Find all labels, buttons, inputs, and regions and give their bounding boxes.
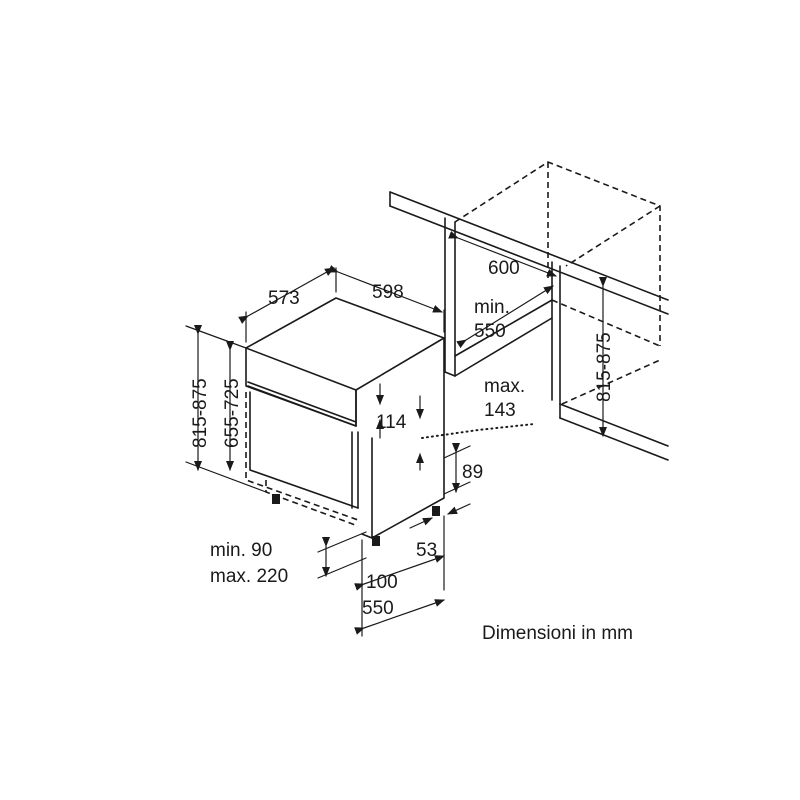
- door-max-label-line2: 143: [484, 400, 516, 421]
- foot-offset-label: 53: [416, 540, 437, 561]
- front-offset-label: 100: [366, 572, 398, 593]
- width-dimension: [328, 265, 445, 333]
- dishwasher-body: [245, 297, 445, 546]
- panel-height-dimension: [376, 383, 424, 471]
- foot-front: [372, 536, 380, 546]
- depth-dimension: [238, 267, 335, 343]
- plinth-dimension: [443, 443, 471, 495]
- niche-depth-label-line1: min.: [474, 297, 510, 318]
- panel-height-label: 114: [376, 412, 407, 433]
- height-dimension: [185, 325, 267, 493]
- door-clearance-dimension: [317, 531, 367, 579]
- door-clearance-label-line2: max. 220: [210, 566, 288, 587]
- inner-height-label: 655-725: [222, 378, 243, 448]
- niche-height-label: 815-875: [594, 332, 615, 402]
- width-label: 598: [372, 282, 404, 303]
- door-max-label-line1: max.: [484, 376, 525, 397]
- niche-depth-dimension: [456, 285, 554, 349]
- door-clearance-label-line1: min. 90: [210, 540, 272, 561]
- depth-label: 573: [268, 288, 300, 309]
- front-depth-label: 550: [362, 598, 394, 619]
- niche-width-label: 600: [488, 258, 520, 279]
- installation-niche: [389, 161, 669, 461]
- door-leader: [421, 423, 535, 439]
- niche-depth-label-line2: 550: [474, 321, 506, 342]
- units-caption: Dimensioni in mm: [482, 623, 633, 644]
- niche-width-dimension: [448, 231, 557, 277]
- front-depth-dimensions: [354, 539, 445, 637]
- foot-left: [272, 494, 280, 504]
- plinth-label: 89: [462, 462, 483, 483]
- height-label: 815-875: [190, 378, 211, 448]
- foot-right: [432, 506, 440, 516]
